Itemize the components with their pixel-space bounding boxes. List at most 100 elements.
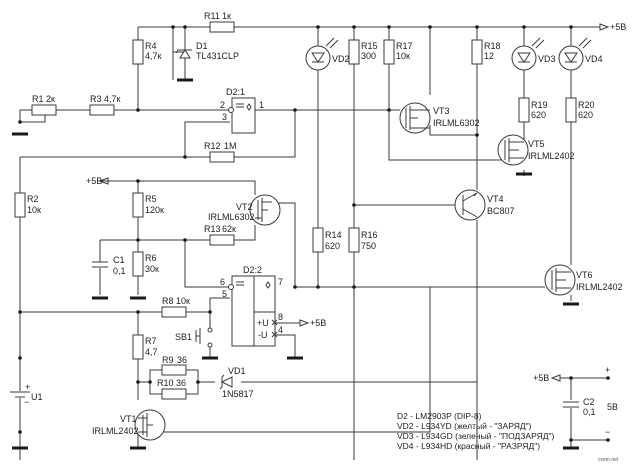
mosfet-VT2: VT2 IRLML6302 [208,194,281,226]
svg-text:IRLML2402: IRLML2402 [528,151,575,161]
svg-text:10к: 10к [176,296,190,306]
svg-text:1к: 1к [222,11,231,21]
svg-text:R20: R20 [578,100,595,110]
svg-text:+: + [25,382,30,392]
svg-text:120к: 120к [145,205,164,215]
svg-text:6: 6 [220,277,225,287]
svg-text:R18: R18 [484,41,501,51]
svg-text:R15: R15 [361,41,378,51]
svg-text:R7: R7 [145,336,157,346]
legend: D2 - LM2903P (DIP-8) VD2 - L934YD (желты… [397,411,554,451]
svg-text:3: 3 [222,112,227,122]
svg-text:-U: -U [258,330,268,340]
svg-text:1: 1 [259,100,264,110]
svg-text:R2: R2 [27,194,39,204]
svg-text:0,1: 0,1 [583,407,596,417]
svg-text:750: 750 [361,241,376,251]
bjt-VT4: VT4 BC807 [454,189,515,221]
supply-label-top: +5В [610,22,626,32]
led-VD4: VD4 [558,37,603,71]
mosfet-VT5: VT5 IRLML2402 [497,134,575,166]
svg-text:10к: 10к [396,51,410,61]
comparator-D2-1: D2:1 2 3 1 [220,87,264,134]
svg-text:D2:1: D2:1 [226,87,245,97]
svg-text:IRLML2402: IRLML2402 [92,426,139,436]
svg-text:IRLML2402: IRLML2402 [576,282,623,292]
svg-text:VT1: VT1 [120,414,137,424]
svg-text:30к: 30к [145,264,159,274]
pushbutton-SB1: SB1 [175,327,213,348]
svg-text:8: 8 [278,312,283,322]
svg-text:0,1: 0,1 [113,266,126,276]
svg-text:R17: R17 [396,41,413,51]
svg-text:R19: R19 [531,100,548,110]
legend-line: D2 - LM2903P (DIP-8) [397,411,482,421]
legend-line: VD3 - L934GD (зеленый - "ПОДЗАРЯД") [397,431,554,441]
svg-text:VD1: VD1 [228,366,246,376]
svg-text:R8: R8 [162,296,174,306]
watermark: cxem.net [598,457,619,463]
led-VD3: VD3 [511,37,556,71]
svg-text:VT4: VT4 [487,194,504,204]
ground-symbols [12,78,579,450]
svg-text:R12: R12 [204,141,221,151]
led-VD2: VD2 [305,37,350,71]
junctions [18,25,610,442]
svg-text:620: 620 [325,241,340,251]
svg-text:VT2: VT2 [236,202,253,212]
svg-text:R3: R3 [90,94,102,104]
svg-text:U1: U1 [31,392,43,402]
output-plus: + [605,365,610,375]
mosfet-VT6: VT6 IRLML2402 [544,264,623,296]
zener-D1: D1 TL431CLP [175,41,239,61]
svg-text:IRLML6302: IRLML6302 [433,118,480,128]
svg-text:4,7к: 4,7к [104,94,121,104]
svg-text:VT5: VT5 [528,139,545,149]
svg-text:4,7к: 4,7к [145,51,162,61]
svg-text:R9: R9 [162,355,174,365]
svg-text:12: 12 [484,51,494,61]
svg-text:TL431CLP: TL431CLP [196,51,239,61]
svg-text:VD4: VD4 [585,54,603,64]
svg-text:R10: R10 [157,378,174,388]
svg-text:2к: 2к [46,94,55,104]
svg-text:R14: R14 [325,230,342,240]
svg-text:IRLML6302: IRLML6302 [208,212,255,222]
svg-text:VT6: VT6 [576,270,593,280]
svg-text:+U: +U [257,318,269,328]
svg-text:4,7: 4,7 [145,347,158,357]
output-voltage: 5В [607,402,618,412]
capacitor-C1: C10,1 [92,255,126,276]
svg-text:C1: C1 [113,255,125,265]
diode-VD1: VD1 1N5817 [219,366,254,399]
svg-text:36: 36 [176,378,186,388]
svg-text:5: 5 [222,289,227,299]
legend-line: VD2 - L934YD (желтый - "ЗАРЯД") [397,421,532,431]
svg-text:BC807: BC807 [487,206,515,216]
svg-text:620: 620 [578,110,593,120]
svg-text:62к: 62к [222,224,236,234]
svg-text:1N5817: 1N5817 [222,389,254,399]
svg-text:7: 7 [278,277,283,287]
resistor-R7: R74,7 [132,334,158,360]
svg-text:VD2: VD2 [332,54,350,64]
svg-text:R11: R11 [204,11,220,21]
svg-text:SB1: SB1 [175,332,192,342]
svg-text:D2:2: D2:2 [243,265,262,275]
comparator-D2-2: D2:2 6 5 7 8 4 +U -U [220,265,283,347]
svg-text:R16: R16 [361,230,378,240]
